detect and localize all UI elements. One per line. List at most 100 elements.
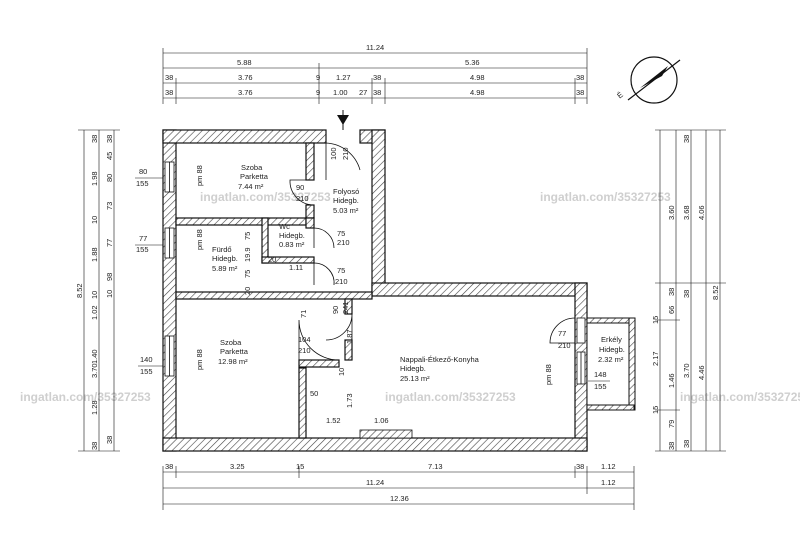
dimensions-right <box>655 129 726 452</box>
svg-text:79: 79 <box>667 420 676 428</box>
svg-text:210: 210 <box>558 341 571 350</box>
svg-text:1.40: 1.40 <box>90 349 99 364</box>
room-floor: Hidegb. <box>279 231 305 240</box>
svg-text:38: 38 <box>682 290 691 298</box>
dim-label: 1.27 <box>336 73 351 82</box>
svg-text:20: 20 <box>243 287 252 295</box>
svg-text:50: 50 <box>310 389 318 398</box>
svg-text:pm 88: pm 88 <box>544 364 553 385</box>
svg-text:77: 77 <box>105 239 114 247</box>
opening-labels: 80 155 77 155 140 155 148 155 77 210 100… <box>135 147 610 425</box>
svg-text:38: 38 <box>90 442 99 450</box>
svg-text:148: 148 <box>594 370 607 379</box>
dim-label: 3.76 <box>238 88 253 97</box>
room-floor: Hidegb. <box>212 254 238 263</box>
room-floor: Parketta <box>220 347 249 356</box>
svg-text:4.06: 4.06 <box>697 205 706 220</box>
room-name: Wc <box>279 222 290 231</box>
room-name: Nappali-Étkező-Konyha <box>400 355 480 364</box>
svg-text:2.17: 2.17 <box>651 351 660 366</box>
room-floor: Hidegb. <box>400 364 426 373</box>
svg-text:210: 210 <box>341 147 350 160</box>
dim-label: 7.13 <box>428 462 443 471</box>
svg-text:15: 15 <box>651 316 660 324</box>
svg-text:10: 10 <box>90 291 99 299</box>
room-area: 5.89 m² <box>212 264 238 273</box>
svg-text:10: 10 <box>105 290 114 298</box>
svg-text:38: 38 <box>667 442 676 450</box>
dim-label: 38 <box>165 73 173 82</box>
svg-text:75: 75 <box>337 229 345 238</box>
svg-text:210: 210 <box>337 238 350 247</box>
dim-label: 9 <box>316 73 320 82</box>
svg-text:75: 75 <box>243 270 252 278</box>
room-area: 25.13 m² <box>400 374 430 383</box>
svg-text:10: 10 <box>337 368 346 376</box>
dim-label: 4.98 <box>470 88 485 97</box>
svg-text:73: 73 <box>105 202 114 210</box>
svg-text:155: 155 <box>140 367 153 376</box>
svg-text:38: 38 <box>682 440 691 448</box>
svg-text:75: 75 <box>243 232 252 240</box>
svg-text:210: 210 <box>335 277 348 286</box>
svg-text:1.28: 1.28 <box>90 400 99 415</box>
svg-text:90: 90 <box>296 183 304 192</box>
watermark: ingatlan.com/35327253 <box>20 390 151 404</box>
svg-text:75: 75 <box>337 266 345 275</box>
balcony <box>586 317 636 411</box>
svg-text:66: 66 <box>667 306 676 314</box>
dim-label: 38 <box>576 462 584 471</box>
svg-text:3.70: 3.70 <box>682 363 691 378</box>
svg-text:38: 38 <box>105 135 114 143</box>
dim-label: 38 <box>373 73 381 82</box>
room-name: Folyosó <box>333 187 359 196</box>
dim-label: 15 <box>296 462 304 471</box>
svg-text:38: 38 <box>90 135 99 143</box>
dimensions-left <box>78 129 120 452</box>
dim-label: 11.24 <box>366 478 384 487</box>
dim-label: 5.88 <box>237 58 252 67</box>
room-area: 2.32 m² <box>598 355 624 364</box>
svg-text:77: 77 <box>558 329 566 338</box>
svg-text:155: 155 <box>594 382 607 391</box>
svg-text:98: 98 <box>105 273 114 281</box>
dim-label: 1.00 <box>333 88 348 97</box>
svg-text:20: 20 <box>268 255 276 264</box>
svg-text:10: 10 <box>90 216 99 224</box>
dim-label: 5.36 <box>465 58 480 67</box>
walls <box>162 129 588 452</box>
svg-text:155: 155 <box>136 245 149 254</box>
room-area: 12.98 m² <box>218 357 248 366</box>
svg-text:241: 241 <box>341 301 350 314</box>
doors <box>289 142 576 439</box>
svg-text:pm 88: pm 88 <box>195 165 204 186</box>
svg-text:1.46: 1.46 <box>667 373 676 388</box>
svg-text:pm 88: pm 88 <box>195 229 204 250</box>
dim-label: 1.12 <box>601 478 616 487</box>
svg-text:8.52: 8.52 <box>711 285 720 300</box>
svg-text:210: 210 <box>296 194 309 203</box>
dim-top-total: 11.24 <box>366 43 384 52</box>
svg-text:38: 38 <box>667 288 676 296</box>
svg-text:1.06: 1.06 <box>374 416 389 425</box>
svg-text:3.68: 3.68 <box>682 205 691 220</box>
svg-text:155: 155 <box>136 179 149 188</box>
room-floor: Parketta <box>240 172 269 181</box>
compass-icon: É <box>615 56 681 104</box>
room-name: Szoba <box>220 338 242 347</box>
svg-text:38: 38 <box>682 135 691 143</box>
dim-label: 38 <box>576 73 584 82</box>
room-labels: Szoba Parketta 7.44 m² Folyosó Hidegb. 5… <box>212 163 625 383</box>
dim-label: 38 <box>373 88 381 97</box>
svg-text:80: 80 <box>139 167 147 176</box>
svg-text:3.60: 3.60 <box>667 205 676 220</box>
dim-label: 3.76 <box>238 73 253 82</box>
dim-bottom-total: 12.36 <box>390 494 409 503</box>
dim-label: 38 <box>165 88 173 97</box>
svg-text:4.46: 4.46 <box>697 365 706 380</box>
watermark: ingatlan.com/35327253 <box>200 190 331 204</box>
svg-text:1.11: 1.11 <box>289 263 303 272</box>
dim-label: 38 <box>165 462 173 471</box>
dim-label: 4.98 <box>470 73 485 82</box>
svg-text:1.52: 1.52 <box>326 416 341 425</box>
